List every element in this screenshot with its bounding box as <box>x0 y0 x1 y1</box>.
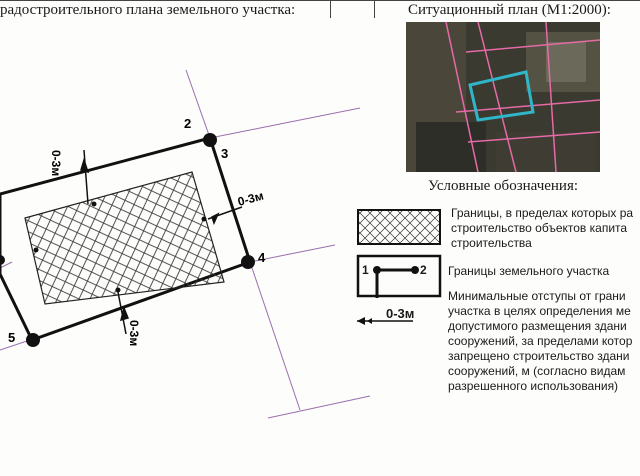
situational-map-image <box>406 22 600 172</box>
boundary-point <box>0 255 5 265</box>
legend-line: Минимальные отступы от грани <box>448 289 626 303</box>
setback-label-right: 0-3м <box>236 189 265 209</box>
plan-title: радостроительного плана земельного участ… <box>0 2 296 18</box>
legend-symbol-buildable <box>357 209 441 245</box>
legend-line: Границы, в пределах которых ра <box>451 206 634 220</box>
legend-line: Границы земельного участка <box>448 264 610 278</box>
point-label-2: 2 <box>184 116 191 131</box>
legend-line: сооружений, м (согласно видам <box>448 364 626 378</box>
parcel-highlight <box>468 70 535 122</box>
setback-arrows <box>80 149 243 335</box>
legend-symbol-boundary <box>356 254 442 298</box>
legend-point-a: 1 <box>362 263 369 277</box>
legend-line: строительство объектов капита <box>451 221 628 235</box>
situational-plan-title: Ситуационный план (М1:2000): <box>408 2 611 18</box>
point-label-3: 3 <box>221 146 228 161</box>
top-border <box>0 0 640 1</box>
header-separator <box>330 0 331 18</box>
legend-item-setback: Минимальные отступы от грани участка в ц… <box>448 289 640 394</box>
boundary-point-3 <box>203 133 217 147</box>
legend-setback-label: 0-3м <box>386 306 415 321</box>
boundary-point-4 <box>241 255 255 269</box>
legend-item-buildable: Границы, в пределах которых ра строитель… <box>451 206 640 251</box>
legend-line: допустимого размещения здани <box>448 319 627 333</box>
plot-drawing: 0-3м 0-3м 0-3м 2 3 4 5 <box>0 69 371 419</box>
legend-line: участка в целях определения ме <box>448 304 631 318</box>
point-label-5: 5 <box>8 330 15 345</box>
header-separator <box>374 0 375 18</box>
boundary-points <box>0 133 255 347</box>
legend-point-b: 2 <box>420 263 427 277</box>
setback-label-bottom: 0-3м <box>127 320 141 346</box>
setback-label-top: 0-3м <box>49 150 63 176</box>
legend-title: Условные обозначения: <box>428 178 579 194</box>
point-label-4: 4 <box>258 250 266 265</box>
parcel-boundary <box>0 136 252 342</box>
buildable-area <box>24 171 225 305</box>
cadastral-grid-lines <box>0 69 371 419</box>
legend-symbols <box>356 209 442 325</box>
legend-line: разрешенного использования) <box>448 379 619 393</box>
legend-item-boundary: Границы земельного участка <box>448 264 640 279</box>
legend-line: запрещено строительство здани <box>448 349 630 363</box>
boundary-point-5 <box>26 333 40 347</box>
legend-line: строительства <box>451 236 532 250</box>
legend-line: сооружений, за пределами котор <box>448 334 633 348</box>
